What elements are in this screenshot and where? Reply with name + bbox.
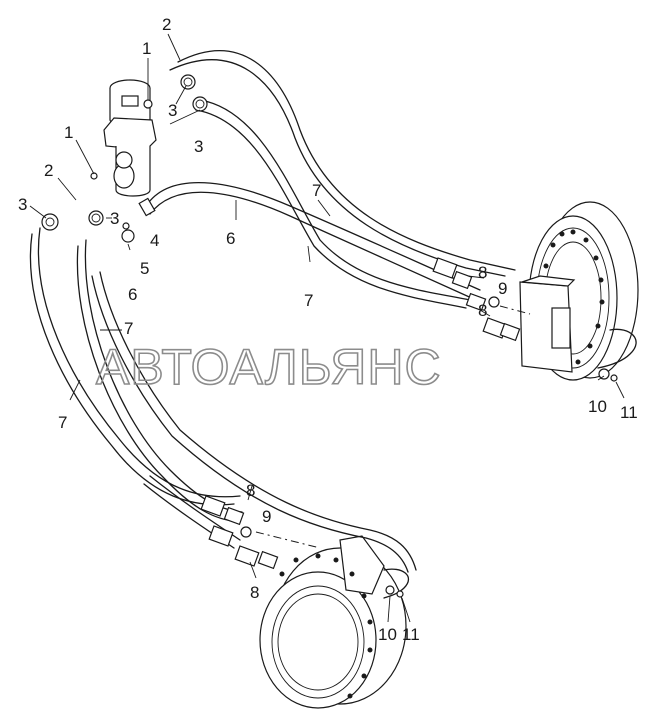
callout-10: 10 — [588, 397, 607, 416]
callout-3: 3 — [18, 195, 27, 214]
callout-9: 9 — [498, 279, 507, 298]
callout-11: 11 — [402, 625, 420, 644]
callout-9: 9 — [262, 507, 271, 526]
callout-8: 8 — [250, 583, 259, 602]
upper-motor-fittings — [432, 257, 618, 382]
lower-motor-fittings — [200, 305, 531, 598]
callout-4: 4 — [150, 231, 159, 250]
callout-7: 7 — [124, 319, 133, 338]
watermark: АВТОАЛЬЯНС — [96, 339, 442, 395]
callout-3: 3 — [110, 209, 119, 228]
swivel-valve — [103, 79, 157, 197]
lower-wheel-motor — [259, 535, 410, 709]
callout-1: 1 — [142, 39, 151, 58]
callout-8: 8 — [478, 263, 487, 282]
leader-lines — [29, 33, 625, 623]
callout-3: 3 — [168, 101, 177, 120]
callout-6: 6 — [226, 229, 235, 248]
swivel-fittings — [41, 74, 208, 243]
callout-2: 2 — [162, 15, 171, 34]
upper-wheel-motor — [519, 201, 639, 381]
callout-labels: 1 1 2 2 3 3 3 3 4 5 6 6 7 7 7 7 8 8 8 8 … — [18, 15, 638, 644]
callout-10: 10 — [378, 625, 397, 644]
hose-7-group — [29, 50, 516, 523]
callout-7: 7 — [58, 413, 67, 432]
callout-11: 11 — [620, 403, 638, 422]
callout-1: 1 — [64, 123, 73, 142]
hose-6 — [91, 182, 481, 573]
callout-2: 2 — [44, 161, 53, 180]
callout-3: 3 — [194, 137, 203, 156]
callout-6: 6 — [128, 285, 137, 304]
callout-8: 8 — [246, 481, 255, 500]
lower-motor-bolts — [279, 553, 373, 699]
callout-8: 8 — [478, 301, 487, 320]
callout-7: 7 — [312, 181, 321, 200]
callout-7: 7 — [304, 291, 313, 310]
callout-5: 5 — [140, 259, 149, 278]
